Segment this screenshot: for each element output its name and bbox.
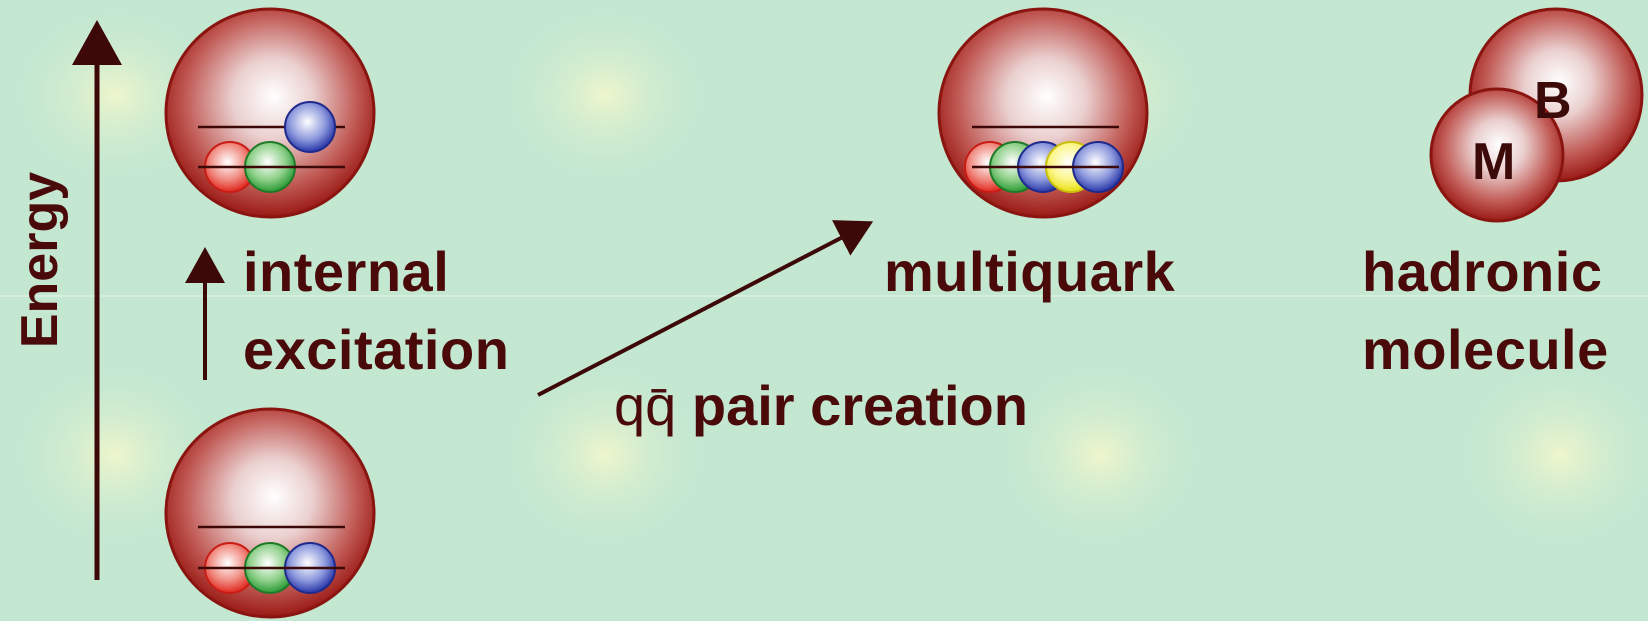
- multiquark-hadron: [937, 7, 1149, 219]
- pair-creation-text: pair creation: [691, 374, 1028, 437]
- energy-axis-label: Energy: [11, 171, 69, 349]
- meson-letter: M: [1472, 133, 1516, 191]
- quark-blue: [284, 101, 336, 153]
- internal-excitation-label-line2: excitation: [243, 318, 510, 381]
- ground-state-baryon: [164, 407, 376, 619]
- hadronic-molecule-label-line2: molecule: [1362, 318, 1609, 381]
- hadronic-molecule-label-line1: hadronic: [1362, 240, 1603, 303]
- internal-excitation-label-line1: internal: [243, 240, 450, 303]
- pair-creation-label: qq̄ pair creation: [614, 378, 1028, 434]
- excited-baryon: [164, 7, 376, 219]
- pair-q-symbol: qq̄: [614, 374, 677, 437]
- multiquark-label: multiquark: [884, 240, 1176, 303]
- baryon-letter: B: [1534, 72, 1572, 130]
- meson-sphere: [1429, 87, 1565, 223]
- hadronic-molecule: [1429, 7, 1644, 223]
- pair-creation-arrow: [537, 220, 874, 397]
